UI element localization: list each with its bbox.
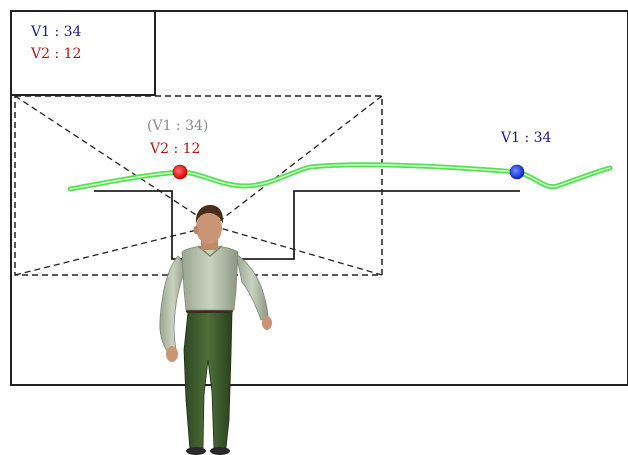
person-figure	[159, 205, 272, 455]
blue-marker-v1-label: V1 : 34	[500, 130, 552, 146]
blue-marker[interactable]	[509, 164, 525, 180]
frustum-line-bottom-left	[14, 225, 214, 276]
inset-readout-panel	[10, 10, 156, 96]
inset-v2-label: V2 : 12	[30, 46, 81, 62]
red-marker-v1-label: (V1 : 34)	[147, 118, 208, 134]
frustum-line-top-right	[212, 95, 383, 227]
view-frustum-frame	[14, 95, 383, 276]
red-marker-v2-label: V2 : 12	[149, 141, 200, 157]
inset-v1-label: V1 : 34	[30, 24, 82, 40]
red-marker[interactable]	[172, 164, 188, 180]
